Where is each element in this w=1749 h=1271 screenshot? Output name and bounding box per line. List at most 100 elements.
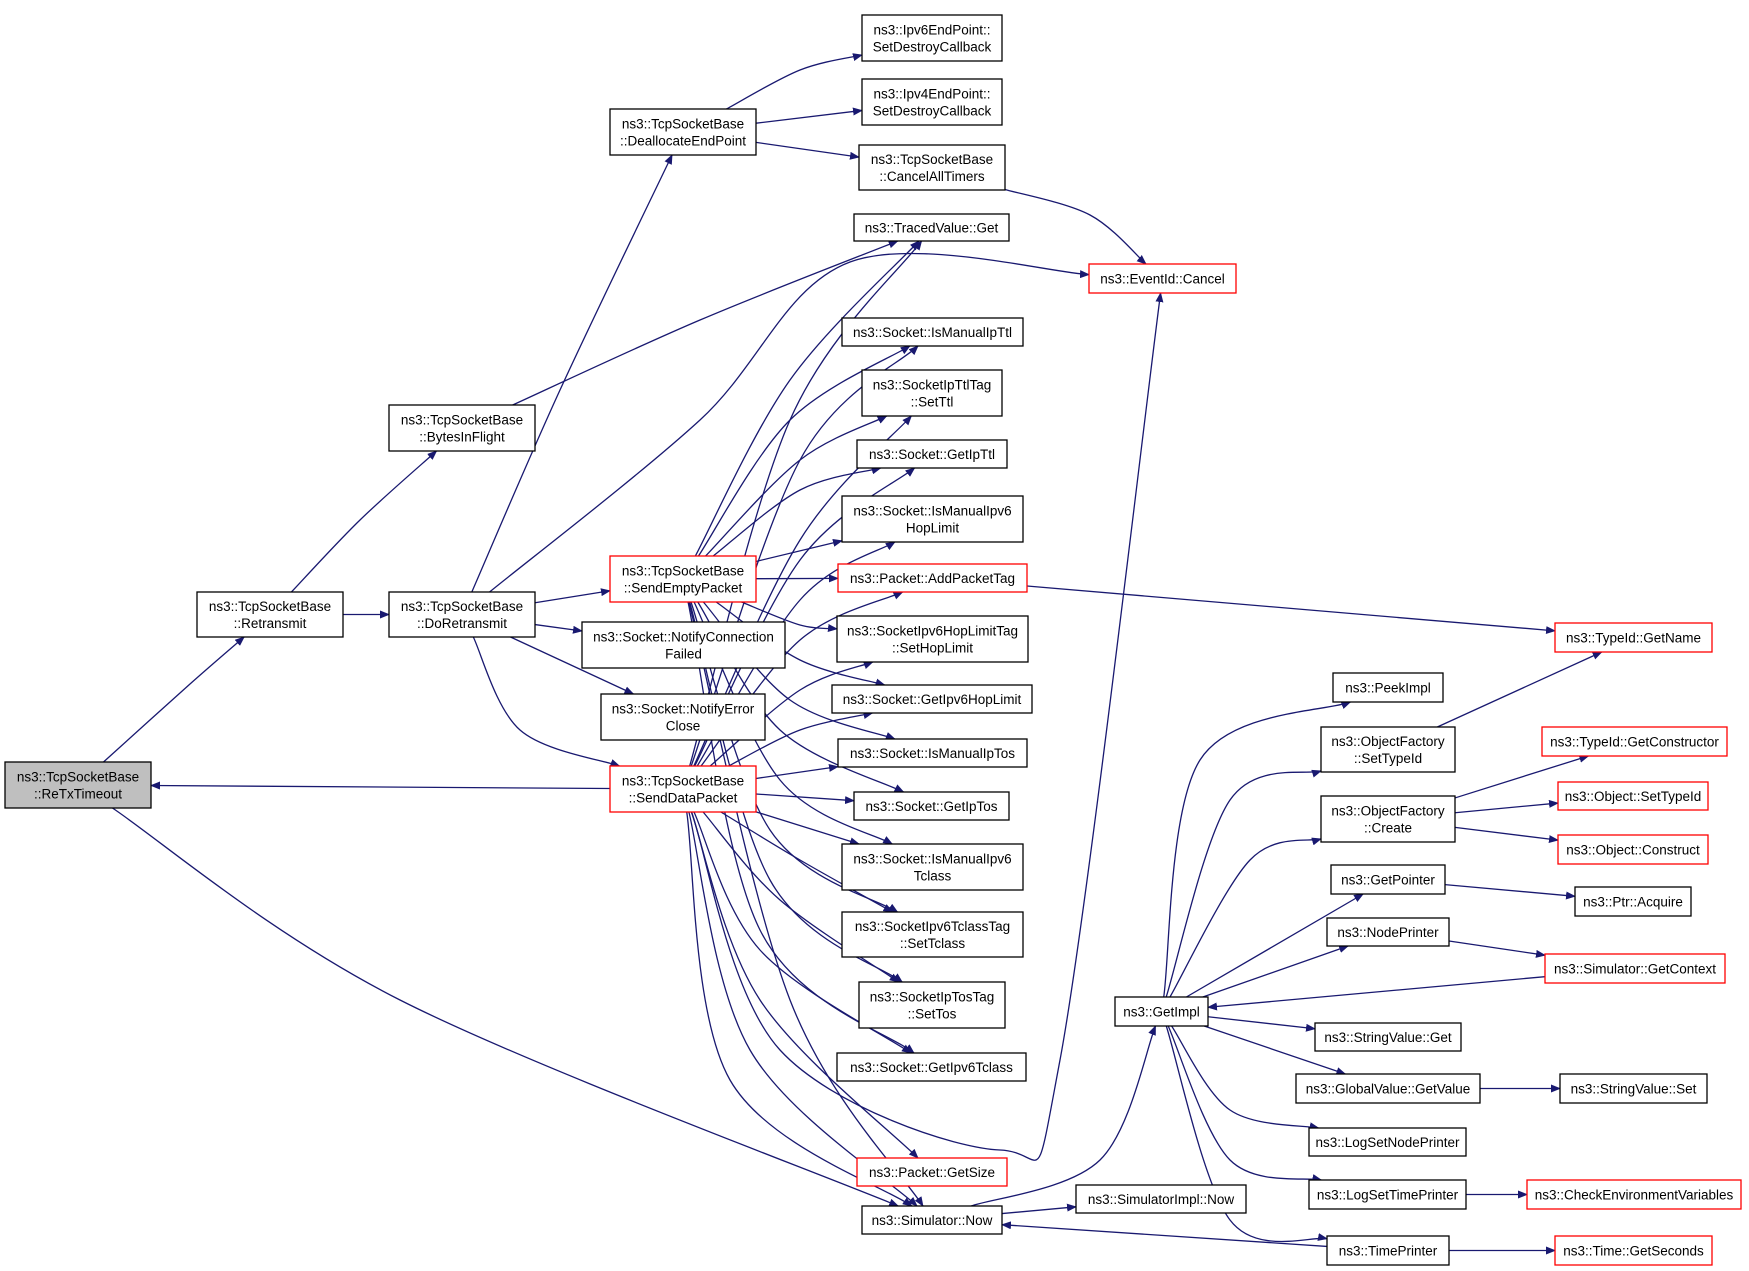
node-ipv6ep[interactable]: ns3::Ipv6EndPoint::SetDestroyCallback (861, 14, 1003, 62)
node-box-settclass (841, 911, 1024, 958)
node-label-settclass-line-0: ns3::SocketIpv6TclassTag (855, 919, 1010, 934)
edge-getimpl-to-ofcreate (1169, 837, 1322, 998)
node-timegetseconds[interactable]: ns3::Time::GetSeconds (1554, 1235, 1713, 1266)
node-box-notifyerror (600, 693, 766, 741)
node-logsetnode[interactable]: ns3::LogSetNodePrinter (1308, 1127, 1467, 1157)
edge-retx-to-retransmit (103, 636, 245, 763)
node-label-dealloc-line-0: ns3::TcpSocketBase (622, 117, 744, 132)
node-peekimpl[interactable]: ns3::PeekImpl (1332, 672, 1444, 703)
node-getiptos[interactable]: ns3::Socket::GetIpTos (853, 791, 1010, 821)
node-box-checkenv (1526, 1179, 1742, 1210)
node-box-senddata (609, 765, 757, 813)
edge-senddata-to-settclass (720, 811, 894, 913)
node-tracedget[interactable]: ns3::TracedValue::Get (853, 213, 1010, 242)
node-logsettime[interactable]: ns3::LogSetTimePrinter (1308, 1179, 1467, 1210)
node-gvgetvalue[interactable]: ns3::GlobalValue::GetValue (1295, 1073, 1481, 1104)
node-timeprinter[interactable]: ns3::TimePrinter (1326, 1235, 1450, 1266)
node-label-simnow-line-0: ns3::Simulator::Now (872, 1213, 993, 1228)
node-doretransmit[interactable]: ns3::TcpSocketBase::DoRetransmit (388, 591, 536, 638)
node-label-notifyerror-line-0: ns3::Socket::NotifyError (612, 702, 755, 717)
node-label-eventcancel-line-0: ns3::EventId::Cancel (1100, 272, 1225, 287)
node-getipv6hop[interactable]: ns3::Socket::GetIpv6HopLimit (831, 684, 1033, 714)
node-settclass[interactable]: ns3::SocketIpv6TclassTag::SetTclass (841, 911, 1024, 958)
node-ipv4ep[interactable]: ns3::Ipv4EndPoint::SetDestroyCallback (861, 78, 1003, 126)
node-label-ofsettypeid-line-0: ns3::ObjectFactory (1331, 734, 1445, 749)
node-box-stringvalueget (1314, 1022, 1462, 1052)
node-label-simgetcontext-line-0: ns3::Simulator::GetContext (1554, 962, 1716, 977)
node-senddata[interactable]: ns3::TcpSocketBase::SendDataPacket (609, 765, 757, 813)
node-label-nodeprinter-line-0: ns3::NodePrinter (1337, 925, 1439, 940)
node-ismanualipttl[interactable]: ns3::Socket::IsManualIpTtl (841, 317, 1024, 347)
node-box-ismanualipv6tc (841, 843, 1024, 891)
node-stringvalueset[interactable]: ns3::StringValue::Set (1559, 1073, 1708, 1104)
node-nodeprinter[interactable]: ns3::NodePrinter (1326, 917, 1450, 947)
node-addpackettag[interactable]: ns3::Packet::AddPacketTag (837, 563, 1028, 593)
node-dealloc[interactable]: ns3::TcpSocketBase::DeallocateEndPoint (609, 108, 757, 156)
edge-getpointer-to-ptracquire (1444, 883, 1576, 900)
node-bytesinflight[interactable]: ns3::TcpSocketBase::BytesInFlight (388, 404, 536, 452)
node-label-ismanualipttl-line-0: ns3::Socket::IsManualIpTtl (853, 325, 1012, 340)
node-getipttl[interactable]: ns3::Socket::GetIpTtl (856, 439, 1008, 469)
edge-senddata-to-getiptos (755, 793, 855, 805)
edge-simgetcontext-to-getimpl (1207, 976, 1546, 1011)
node-sethoplimit[interactable]: ns3::SocketIpv6HopLimitTag::SetHopLimit (836, 615, 1029, 663)
edge-dealloc-to-ipv4ep (755, 107, 863, 124)
node-checkenv[interactable]: ns3::CheckEnvironmentVariables (1526, 1179, 1742, 1210)
edge-getimpl-to-getpointer (1186, 893, 1364, 998)
node-objconstruct[interactable]: ns3::Object::Construct (1557, 834, 1709, 865)
node-label-notifyconnfailed-line-1: Failed (665, 647, 702, 662)
edge-sendempty-to-getipttl (712, 466, 882, 557)
node-simgetcontext[interactable]: ns3::Simulator::GetContext (1544, 953, 1726, 984)
node-typeidgetname[interactable]: ns3::TypeId::GetName (1554, 622, 1713, 653)
node-retx: ns3::TcpSocketBase::ReTxTimeout (4, 761, 152, 809)
node-box-gvgetvalue (1295, 1073, 1481, 1104)
node-typeidgetctor[interactable]: ns3::TypeId::GetConstructor (1541, 726, 1728, 757)
node-label-dealloc-line-1: ::DeallocateEndPoint (620, 134, 746, 149)
node-ofcreate[interactable]: ns3::ObjectFactory::Create (1320, 795, 1456, 843)
node-label-retx-line-1: ::ReTxTimeout (34, 787, 122, 802)
node-stringvalueget[interactable]: ns3::StringValue::Get (1314, 1022, 1462, 1052)
node-label-typeidgetctor-line-0: ns3::TypeId::GetConstructor (1550, 735, 1719, 750)
node-ismanualiptos[interactable]: ns3::Socket::IsManualIpTos (837, 738, 1028, 768)
node-box-getipv6hop (831, 684, 1033, 714)
node-box-nodeprinter (1326, 917, 1450, 947)
node-ptracquire[interactable]: ns3::Ptr::Acquire (1574, 886, 1692, 917)
node-box-getiptos (853, 791, 1010, 821)
node-objsettypeid[interactable]: ns3::Object::SetTypeId (1557, 781, 1709, 811)
edge-simnow-to-getimpl (970, 1025, 1157, 1207)
edge-retx-to-simnow (112, 807, 900, 1207)
node-getsize[interactable]: ns3::Packet::GetSize (856, 1157, 1008, 1187)
node-eventcancel[interactable]: ns3::EventId::Cancel (1088, 263, 1237, 294)
node-simnow[interactable]: ns3::Simulator::Now (861, 1205, 1003, 1235)
node-box-sendempty (609, 555, 757, 603)
node-box-dealloc (609, 108, 757, 156)
node-box-typeidgetname (1554, 622, 1713, 653)
node-settos[interactable]: ns3::SocketIpTosTag::SetTos (858, 981, 1006, 1029)
node-getpointer[interactable]: ns3::GetPointer (1330, 864, 1446, 895)
node-label-stringvalueget-line-0: ns3::StringValue::Get (1324, 1030, 1452, 1045)
node-getipv6tclass[interactable]: ns3::Socket::GetIpv6Tclass (836, 1052, 1027, 1082)
node-ofsettypeid[interactable]: ns3::ObjectFactory::SetTypeId (1320, 726, 1456, 773)
node-box-retx (4, 761, 152, 809)
node-retransmit[interactable]: ns3::TcpSocketBase::Retransmit (196, 591, 344, 638)
node-label-timegetseconds-line-0: ns3::Time::GetSeconds (1563, 1244, 1704, 1259)
node-simimplnow[interactable]: ns3::SimulatorImpl::Now (1075, 1184, 1247, 1214)
node-box-getimpl (1114, 996, 1209, 1027)
node-label-sendempty-line-0: ns3::TcpSocketBase (622, 564, 744, 579)
node-sendempty[interactable]: ns3::TcpSocketBase::SendEmptyPacket (609, 555, 757, 603)
node-box-ismanualipttl (841, 317, 1024, 347)
node-cancelall[interactable]: ns3::TcpSocketBase::CancelAllTimers (858, 144, 1006, 191)
node-box-ipv4ep (861, 78, 1003, 126)
node-getimpl[interactable]: ns3::GetImpl (1114, 996, 1209, 1027)
edge-ofsettypeid-to-typeidgetname (1437, 651, 1603, 728)
edge-doretransmit-to-eventcancel (489, 252, 1090, 593)
node-label-getipv6tclass-line-0: ns3::Socket::GetIpv6Tclass (850, 1060, 1013, 1075)
function-nodes: ns3::TcpSocketBase::ReTxTimeoutns3::TcpS… (4, 14, 1742, 1266)
node-label-settos-line-1: ::SetTos (908, 1007, 957, 1022)
node-label-settclass-line-1: ::SetTclass (900, 936, 966, 951)
node-setttl[interactable]: ns3::SocketIpTtlTag::SetTtl (861, 369, 1003, 417)
